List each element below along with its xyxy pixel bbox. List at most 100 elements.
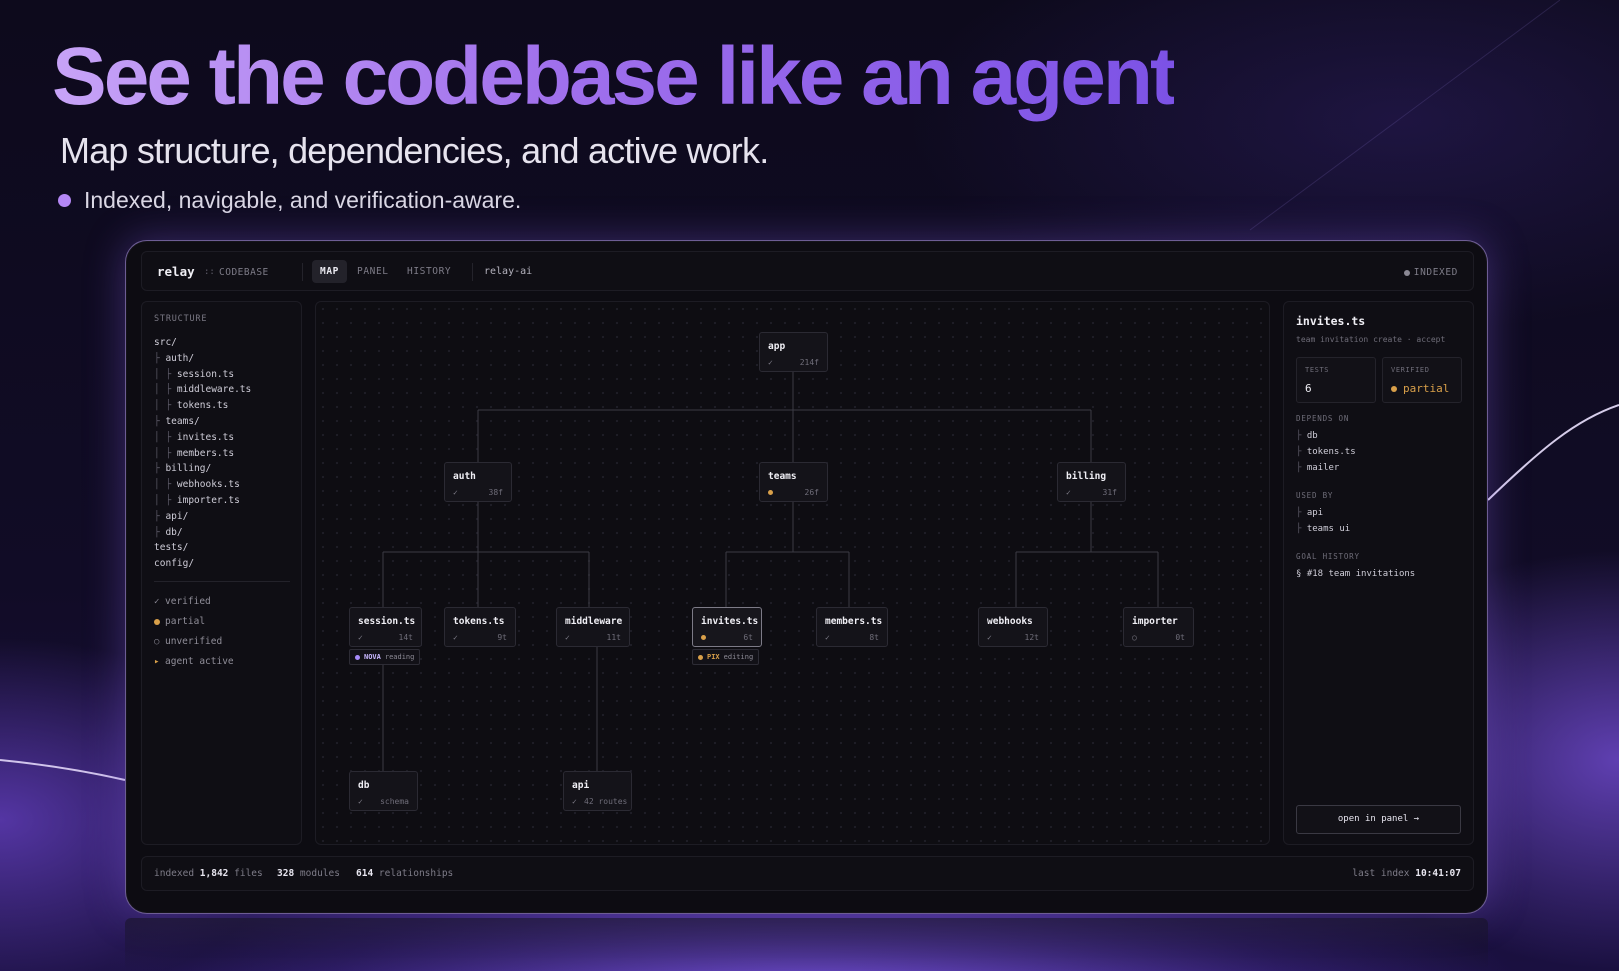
tree-item[interactable]: config/ [154, 558, 195, 570]
depends-item[interactable]: ├ db [1296, 431, 1318, 441]
modules-stat: 328 modules [277, 868, 340, 879]
stat-tests: TESTS 6 [1296, 357, 1376, 403]
dependency-edges [382, 372, 1159, 771]
used-by-list: ├ api ├ teams ui [1296, 505, 1350, 537]
goal-history-list: § #18 team invitations [1296, 566, 1415, 582]
depends-title: DEPENDS ON [1296, 414, 1350, 423]
node-invites[interactable]: invites.ts 6t [692, 607, 762, 647]
detail-title: invites.ts [1296, 314, 1366, 328]
tree-item[interactable]: ├ auth/ [154, 352, 195, 364]
hero-title: See the codebase like an agent [52, 31, 1177, 122]
check-icon: ✓ [1066, 488, 1071, 497]
circle-icon: ○ [154, 637, 160, 647]
depends-item[interactable]: ├ mailer [1296, 463, 1340, 473]
stat-verified: VERIFIED partial [1382, 357, 1462, 403]
project-name[interactable]: relay-ai [484, 266, 533, 277]
brand-separator: :: [204, 267, 215, 277]
file-tree: src/ ├ auth/ │ ├ session.ts │ ├ middlewa… [154, 335, 251, 572]
depends-list: ├ db ├ tokens.ts ├ mailer [1296, 428, 1356, 476]
window-reflection [125, 918, 1488, 971]
status-legend: ✓verified partial ○unverified ▸agent act… [154, 592, 234, 672]
node-middleware[interactable]: middleware ✓ 11t [556, 607, 630, 647]
tab-map[interactable]: MAP [312, 260, 347, 283]
tree-item[interactable]: │ ├ members.ts [154, 447, 235, 459]
check-icon: ✓ [572, 797, 577, 806]
node-db[interactable]: db ✓ schema [349, 771, 418, 811]
app-brand: relay [157, 264, 195, 279]
check-icon: ✓ [987, 633, 992, 642]
check-icon: ✓ [154, 597, 160, 607]
agent-dot-icon [355, 654, 360, 660]
open-in-panel-button[interactable]: open in panel → [1296, 805, 1461, 834]
last-index-stat: last index 10:41:07 [1352, 868, 1461, 879]
tree-item[interactable]: │ ├ webhooks.ts [154, 479, 240, 491]
partial-dot-icon [701, 635, 706, 640]
goal-history-title: GOAL HISTORY [1296, 552, 1360, 561]
tree-item[interactable]: ├ api/ [154, 510, 189, 522]
hero-subtitle: Map structure, dependencies, and active … [60, 130, 769, 171]
partial-dot-icon [154, 619, 160, 625]
tree-item[interactable]: │ ├ invites.ts [154, 431, 235, 443]
legend-unverified: ○unverified [154, 632, 234, 652]
node-session[interactable]: session.ts ✓ 14t [349, 607, 422, 647]
used-by-title: USED BY [1296, 491, 1334, 500]
node-teams[interactable]: teams 26f [759, 462, 828, 502]
node-members[interactable]: members.ts ✓ 8t [816, 607, 888, 647]
check-icon: ✓ [453, 633, 458, 642]
tree-item[interactable]: │ ├ importer.ts [154, 494, 240, 506]
node-webhooks[interactable]: webhooks ✓ 12t [978, 607, 1048, 647]
hero-bullet-text: Indexed, navigable, and verification-awa… [84, 187, 522, 213]
sidebar-divider [154, 581, 290, 582]
play-icon: ▸ [154, 657, 160, 667]
partial-dot-icon [1391, 385, 1397, 392]
agent-tag-nova: NOVA reading [349, 649, 421, 665]
bullet-dot-icon [58, 194, 71, 207]
app-window: relay :: CODEBASE MAP PANEL HISTORY rela… [125, 240, 1488, 914]
node-auth[interactable]: auth ✓ 38f [444, 462, 512, 502]
hero-bullet: Indexed, navigable, and verification-awa… [58, 187, 521, 214]
relationships-stat: 614 relationships [356, 868, 454, 879]
check-icon: ✓ [565, 633, 570, 642]
tree-item[interactable]: ├ db/ [154, 526, 183, 538]
sidebar-title: STRUCTURE [154, 314, 208, 324]
check-icon: ✓ [768, 358, 773, 367]
structure-sidebar: STRUCTURE src/ ├ auth/ │ ├ session.ts │ … [141, 301, 302, 845]
check-icon: ✓ [825, 633, 830, 642]
node-billing[interactable]: billing ✓ 31f [1057, 462, 1126, 502]
agent-tag-pix: PIX editing [692, 649, 760, 665]
node-app[interactable]: app ✓ 214f [759, 332, 828, 372]
node-tokens[interactable]: tokens.ts ✓ 9t [444, 607, 516, 647]
tree-item[interactable]: src/ [154, 337, 177, 348]
divider [472, 263, 473, 281]
goal-item[interactable]: § #18 team invitations [1296, 569, 1416, 579]
status-footer: indexed 1,842 files 328 modules 614 rela… [141, 856, 1474, 891]
dependency-map-canvas[interactable]: app ✓ 214f auth ✓ 38f teams 26f billing … [315, 301, 1270, 845]
tree-item[interactable]: │ ├ middleware.ts [154, 384, 252, 396]
check-icon: ✓ [358, 633, 363, 642]
tab-history[interactable]: HISTORY [407, 266, 452, 277]
depends-item[interactable]: ├ tokens.ts [1296, 447, 1356, 457]
divider [302, 263, 303, 281]
status-dot-icon [1403, 269, 1410, 276]
index-status-label: INDEXED [1413, 267, 1458, 278]
tab-panel[interactable]: PANEL [357, 266, 389, 277]
tree-item[interactable]: │ ├ tokens.ts [154, 400, 229, 412]
used-by-item[interactable]: ├ teams ui [1296, 524, 1351, 534]
indexed-files-stat: indexed 1,842 files [154, 868, 263, 879]
top-bar: relay :: CODEBASE MAP PANEL HISTORY rela… [141, 251, 1474, 291]
used-by-item[interactable]: ├ api [1296, 508, 1324, 518]
tree-item[interactable]: ├ teams/ [154, 415, 200, 427]
tree-item[interactable]: │ ├ session.ts [154, 368, 235, 380]
app-section-label: CODEBASE [219, 267, 269, 278]
partial-dot-icon [768, 490, 773, 495]
detail-panel: invites.ts team invitation create · acce… [1283, 301, 1474, 845]
legend-verified: ✓verified [154, 592, 234, 612]
tree-item[interactable]: ├ billing/ [154, 463, 212, 475]
agent-dot-icon [698, 654, 703, 660]
check-icon: ✓ [358, 797, 363, 806]
node-importer[interactable]: importer ○ 0t [1123, 607, 1194, 647]
tree-item[interactable]: tests/ [154, 542, 189, 554]
node-api[interactable]: api ✓ 42 routes [563, 771, 632, 811]
check-icon: ✓ [453, 488, 458, 497]
